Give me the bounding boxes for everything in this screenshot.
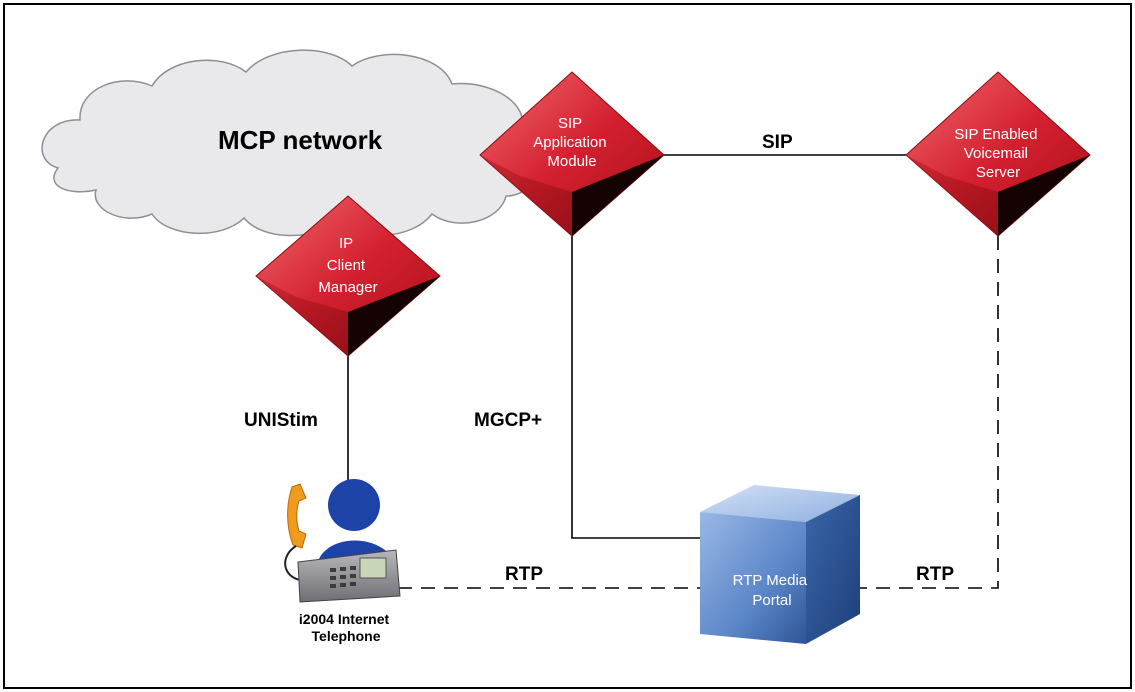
network-label: MCP network — [218, 125, 383, 155]
ip-client-line-2: Client — [327, 257, 366, 274]
svg-text:SIP Enabled Voicemail: SIP Enabled Voicemail Server — [954, 126, 1041, 181]
diamond-left-face — [906, 155, 998, 236]
sip-link-label: SIP — [762, 132, 793, 153]
ip-client-line-1: IP — [339, 235, 353, 252]
diamond-shadow-face — [572, 155, 664, 236]
mcp-network-cloud: MCP network — [41, 49, 539, 237]
voicemail-server-node: SIP Enabled Voicemail Server — [905, 71, 1091, 237]
cube-side-face — [806, 495, 860, 644]
voicemail-line-2: Voicemail — [964, 145, 1028, 162]
diagram-border — [3, 3, 1132, 689]
internet-telephone-node: i2004 Internet Telephone — [284, 479, 401, 644]
mgcp-link-line — [571, 236, 700, 539]
cube-top-face — [700, 485, 860, 522]
unistim-link-label: UNIStim — [244, 410, 318, 431]
telephone-line-2: Telephone — [312, 628, 381, 644]
svg-text:SIP Application Mo: SIP Application Module — [533, 115, 611, 170]
ip-client-manager-node: IP Client Manager — [255, 195, 441, 357]
telephone-line-1: i2004 Internet — [299, 611, 390, 627]
mgcp-link-label: MGCP+ — [474, 410, 542, 431]
sip-app-line-1: SIP — [558, 115, 582, 132]
voicemail-line-3: Server — [976, 164, 1020, 181]
user-head-icon — [328, 479, 380, 531]
phone-cord-icon — [284, 545, 301, 581]
rtp-left-link-label: RTP — [505, 564, 543, 585]
svg-text:RTP Media Portal: RTP Media Portal — [733, 572, 812, 609]
ip-client-line-3: Manager — [318, 279, 377, 296]
rtp-media-portal-node: RTP Media Portal — [700, 485, 860, 644]
svg-text:i2004 Internet Telephone: i2004 Internet Telephone — [299, 611, 393, 644]
phone-display-icon — [359, 557, 387, 579]
sip-application-module-node: SIP Application Module — [479, 71, 665, 237]
phone-keypad-icon — [330, 566, 356, 588]
svg-text:IP Client Manager: IP Client Manager — [318, 235, 377, 296]
handset-icon — [287, 483, 307, 549]
voicemail-line-1: SIP Enabled — [954, 126, 1037, 143]
diamond-left-face — [256, 276, 348, 356]
diamond-shadow-face — [348, 276, 440, 356]
sip-app-line-2: Application — [533, 134, 606, 151]
diamond-left-face — [480, 155, 572, 236]
rtp-right-link-line — [860, 236, 999, 589]
media-portal-line-2: Portal — [752, 592, 791, 609]
cube-front-face — [700, 512, 806, 644]
rtp-right-link-label: RTP — [916, 564, 954, 585]
media-portal-line-1: RTP Media — [733, 572, 808, 589]
diamond-shadow-face — [998, 155, 1090, 236]
connections — [347, 154, 999, 589]
sip-app-line-3: Module — [547, 153, 596, 170]
